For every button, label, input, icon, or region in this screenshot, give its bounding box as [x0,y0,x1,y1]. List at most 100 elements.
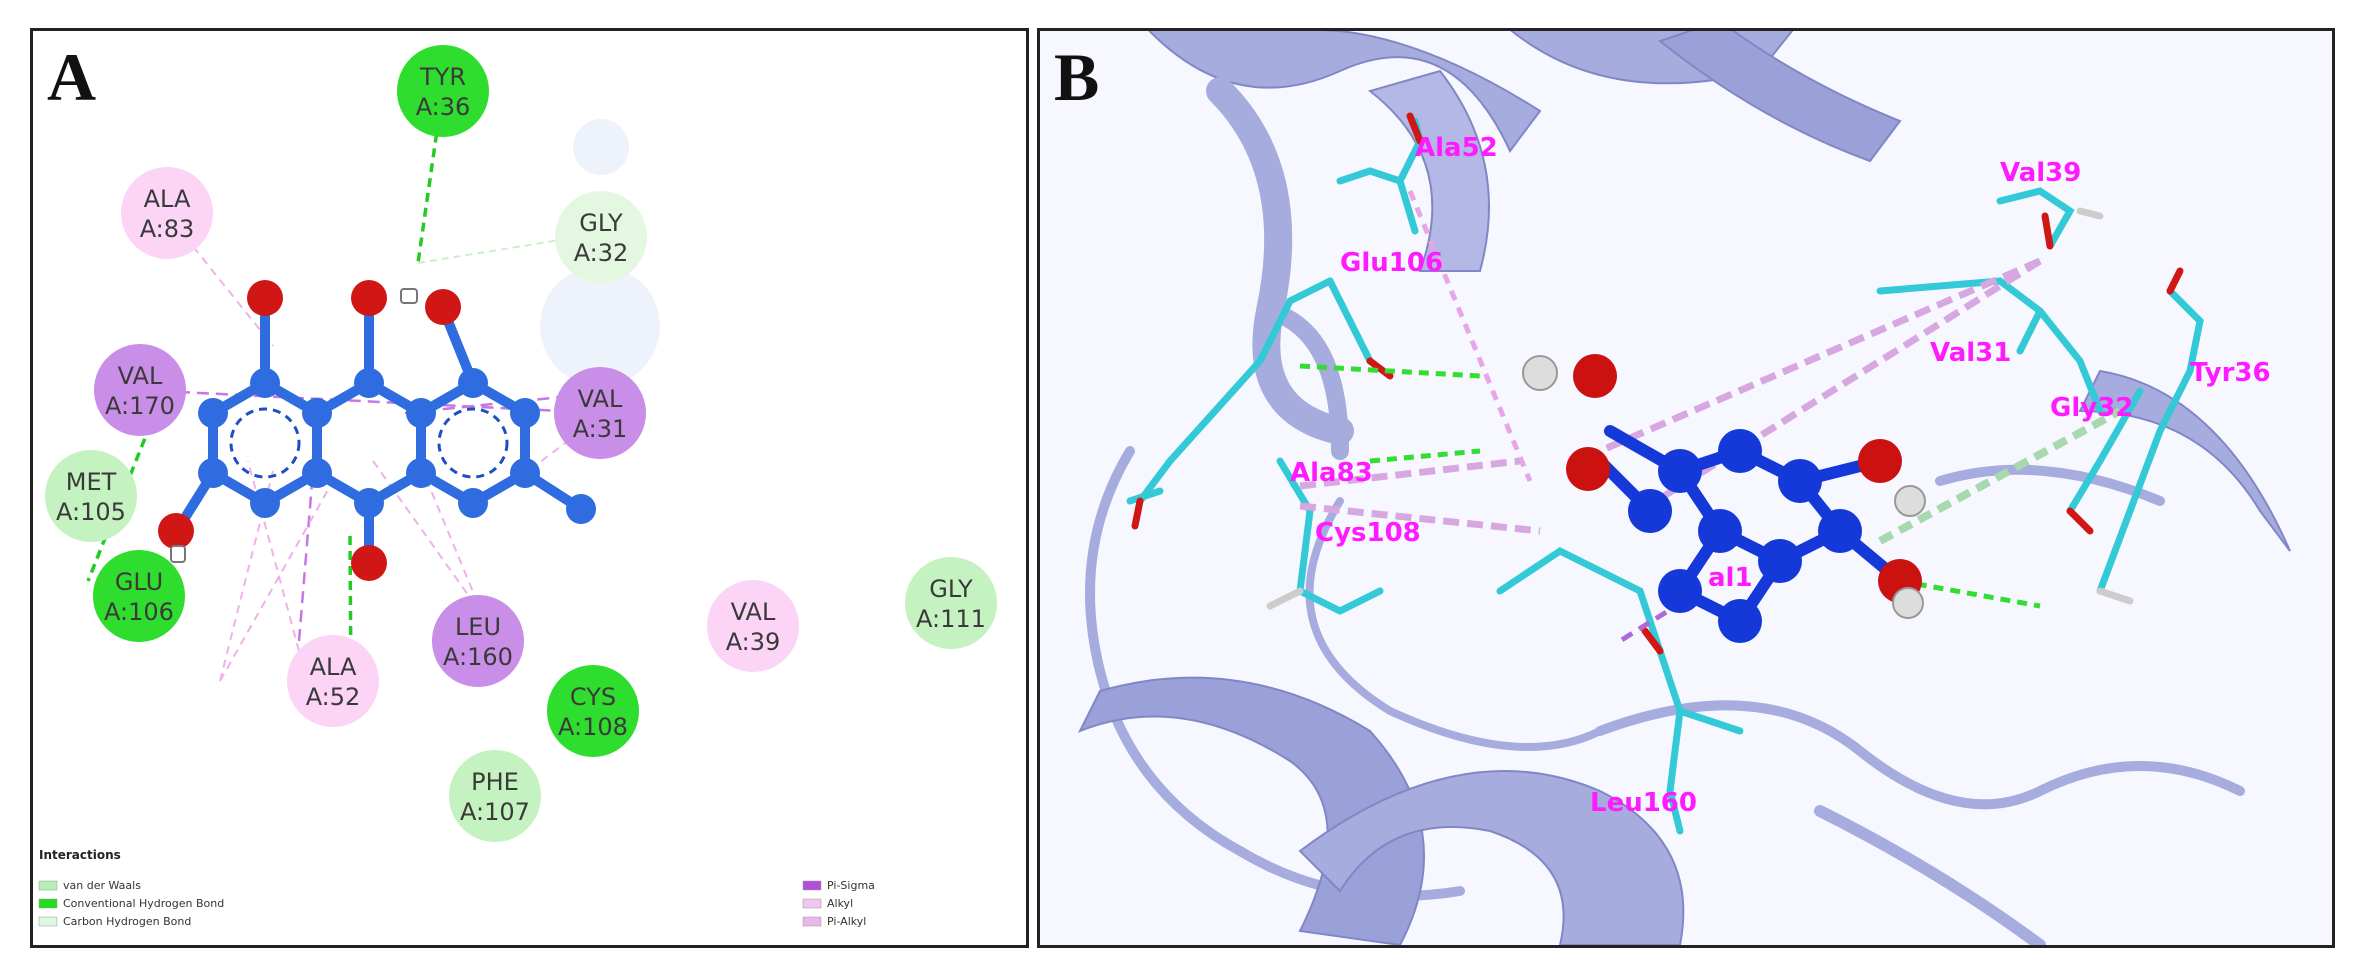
legend-label-hbond: Conventional Hydrogen Bond [63,897,224,910]
ligand-carbon [1818,509,1862,553]
carbon-atom [302,398,332,428]
residue-id: A:106 [104,598,174,626]
residue-circle [554,367,646,459]
residue-name: VAL [118,362,163,390]
ligand-hydrogen [1894,485,1926,517]
ribbon-coil [1814,805,2046,945]
residue-gly111: GLY A:111 [905,557,997,649]
ligand-carbon [1718,599,1762,643]
stick-glu106 [1136,277,1334,505]
ligand-carbon [1758,539,1802,583]
stick-gly32 [2066,387,2144,515]
label-gly32: Gly32 [2050,393,2133,423]
residue-met105: MET A:105 [45,450,137,542]
residue-leu160: LEU A:160 [432,595,524,687]
ligand-bonds [178,308,586,556]
panel-b-3d-binding-pose: Ala52 Val39 Glu106 Val31 Tyr36 Gly32 Ala… [1037,28,2335,948]
residue-gly32: GLY A:32 [555,191,647,283]
legend-swatch-pi-sigma [802,880,822,891]
stick-oxygen [2166,267,2184,295]
stick-hydrogen [1266,587,1304,610]
ligand-oxygen [1573,354,1617,398]
legend-swatch-carbon-hbond [38,916,58,927]
stick-oxygen [1131,497,1144,530]
residue-sticks [1126,117,2204,835]
residue-val39: VAL A:39 [707,580,799,672]
stick-hydrogen [2076,207,2104,220]
alkyl-line [1638,258,2042,514]
oxygen-atom [158,513,194,549]
ligand-carbon [1778,459,1822,503]
hydrogen-atom [400,288,418,304]
stick-hetero-atoms [1131,112,2184,655]
ribbon-coil [1305,497,1604,751]
residue-id: A:36 [416,93,471,121]
residue-labels-3d: Ala52 Val39 Glu106 Val31 Tyr36 Gly32 Ala… [1290,133,2271,818]
carbon-atom [354,488,384,518]
residue-circle [449,750,541,842]
residue-name: GLY [579,209,623,237]
residue-val170: VAL A:170 [94,344,186,436]
label-ala52: Ala52 [1415,133,1498,163]
residue-id: A:170 [105,392,175,420]
carbon-atom [406,458,436,488]
ligand-atoms [158,280,596,581]
label-val31: Val31 [1930,338,2011,368]
ribbon-coil [1935,464,2165,506]
stick-val31-cb [2016,307,2044,355]
ribbon-sheet [1657,31,1902,163]
carbon-atom [354,368,384,398]
hbond-line [1899,578,2041,609]
residue-id: A:31 [573,415,628,443]
carbon-atom [458,488,488,518]
ligand-hydrogen [1522,355,1558,391]
carbon-atom [250,368,280,398]
val31-halo [540,266,660,386]
label-leu160: Leu160 [1590,788,1697,818]
residue-circle [555,191,647,283]
alkyl-line-ala52-2 [219,480,334,682]
alkyl-line-leu160 [247,460,300,652]
alkyl-line [1299,457,1521,490]
residue-tyr36: TYR A:36 [397,45,489,137]
residue-name: VAL [731,598,776,626]
carbon-hbond-line [1878,407,2122,545]
oxygen-atom [351,280,387,316]
legend-label-vdw: van der Waals [63,879,141,892]
alkyl-line [1598,257,2042,455]
residue-name: PHE [471,768,519,796]
stick-hydrogen [2096,587,2134,605]
ligand-carbon [1628,489,1672,533]
stick-cys108 [1496,546,1664,655]
residue-id: A:111 [916,605,986,633]
ligand-oxygen [1566,447,1610,491]
ribbon-coil [1595,700,2245,810]
stick-tyr36 [2096,287,2204,595]
ligand-carbon [1718,429,1762,473]
residue-name: VAL [578,385,623,413]
stick-oxygen [1366,357,1394,380]
binding-interaction-lines [1299,190,2122,644]
ligand-carbon [1698,509,1742,553]
residue-circle [45,450,137,542]
carbon-atom [302,458,332,488]
interaction-legend: Interactions van der Waals Conventional … [38,848,875,928]
residue-circle [93,550,185,642]
stick-val39 [1996,187,2075,250]
residue-glu106: GLU A:106 [93,550,185,642]
binding-pose-svg: Ala52 Val39 Glu106 Val31 Tyr36 Gly32 Ala… [1077,31,2291,945]
carbon-atom [406,398,436,428]
ribbon-helix [2078,369,2291,552]
carbon-atom [250,488,280,518]
residue-circle [905,557,997,649]
residue-val31: VAL A:31 [554,367,646,459]
legend-label-pi-sigma: Pi-Sigma [827,879,875,892]
stick-ala83 [1276,457,1344,615]
ligand-carbon [1658,449,1702,493]
residue-id: A:83 [140,215,195,243]
residue-phe107: PHE A:107 [449,750,541,842]
ligand-hydrogen [1892,587,1924,619]
label-ala83: Ala83 [1290,458,1373,488]
hbond-line-cys108 [348,535,353,695]
residue-id: A:107 [460,798,530,826]
